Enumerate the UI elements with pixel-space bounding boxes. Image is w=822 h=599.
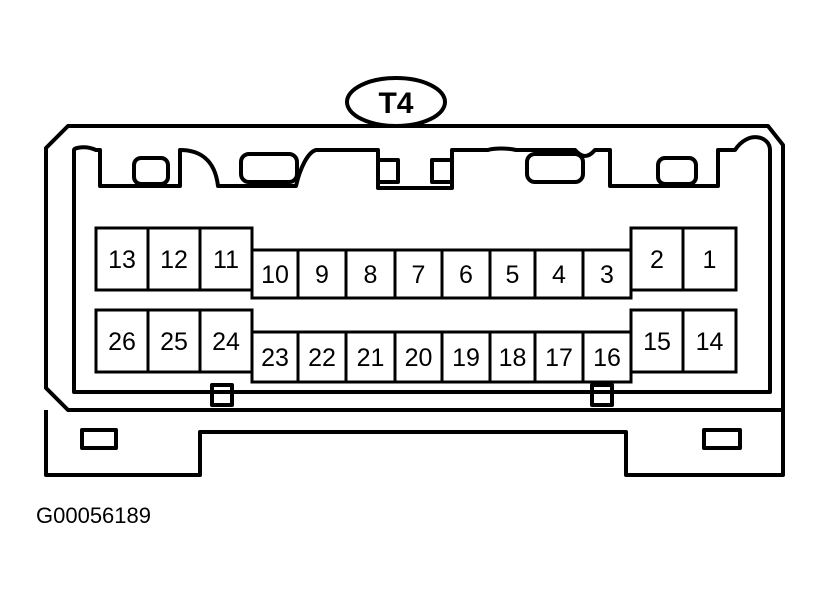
connector-label-ellipse — [345, 76, 447, 128]
top-row-pin-label: 9 — [315, 261, 329, 289]
top-row-pin-label: 5 — [506, 261, 520, 289]
top-row-pin-label: 12 — [160, 246, 188, 274]
bottom-row-pin-label: 22 — [308, 344, 336, 372]
bottom-row-pin-label: 15 — [643, 328, 671, 356]
tab-right — [590, 383, 614, 407]
connector-base — [44, 410, 785, 477]
slot-4 — [656, 156, 698, 186]
bottom-row-pin-label: 17 — [545, 344, 573, 372]
bottom-row-pin-label: 24 — [212, 328, 240, 356]
bottom-row-pin-cell — [681, 308, 738, 374]
pin-row-bottom: 26 25 24 23 22 21 20 19 18 17 16 15 14 — [94, 308, 738, 384]
top-row-pin-label: 7 — [412, 261, 426, 289]
top-row-pin-label: 10 — [261, 261, 289, 289]
bottom-row-pin-label: 23 — [261, 344, 289, 372]
bottom-row-pin-label: 18 — [499, 344, 527, 372]
connector-housing — [44, 124, 785, 412]
foot-slot-left — [80, 428, 118, 450]
bottom-row-pin-label: 21 — [357, 344, 385, 372]
slot-3 — [525, 152, 585, 184]
bottom-row-pin-label: 25 — [160, 328, 188, 356]
top-row-pin-label: 2 — [650, 246, 664, 274]
figure-code: G00056189 — [36, 503, 151, 528]
bottom-row-pin-label: 20 — [405, 344, 433, 372]
connector-label: T4 — [378, 87, 413, 120]
foot-slot-right — [702, 428, 742, 450]
bottom-row-pin-label: 14 — [696, 328, 724, 356]
bottom-row-pin-label: 16 — [593, 344, 621, 372]
tab-left — [210, 383, 234, 407]
slot-2 — [239, 152, 299, 184]
top-row-pin-label: 8 — [364, 261, 378, 289]
bottom-row-pin-label: 19 — [452, 344, 480, 372]
top-row-pin-label: 3 — [600, 261, 614, 289]
top-row-pin-label: 11 — [213, 246, 239, 274]
top-row-pin-label: 6 — [459, 261, 473, 289]
top-row-pin-label: 4 — [552, 261, 566, 289]
top-row-pin-label: 1 — [703, 246, 717, 274]
latch-notch-right — [430, 158, 454, 184]
pin-row-top: 13 12 11 10 9 8 7 6 5 4 3 2 1 — [94, 226, 738, 300]
top-row-pin-cell — [681, 226, 738, 292]
slot-1 — [132, 156, 170, 186]
connector-inner-wall — [72, 135, 772, 394]
latch-notch-left — [376, 158, 400, 184]
top-row-pin-label: 13 — [108, 246, 136, 274]
bottom-row-pin-label: 26 — [108, 328, 136, 356]
